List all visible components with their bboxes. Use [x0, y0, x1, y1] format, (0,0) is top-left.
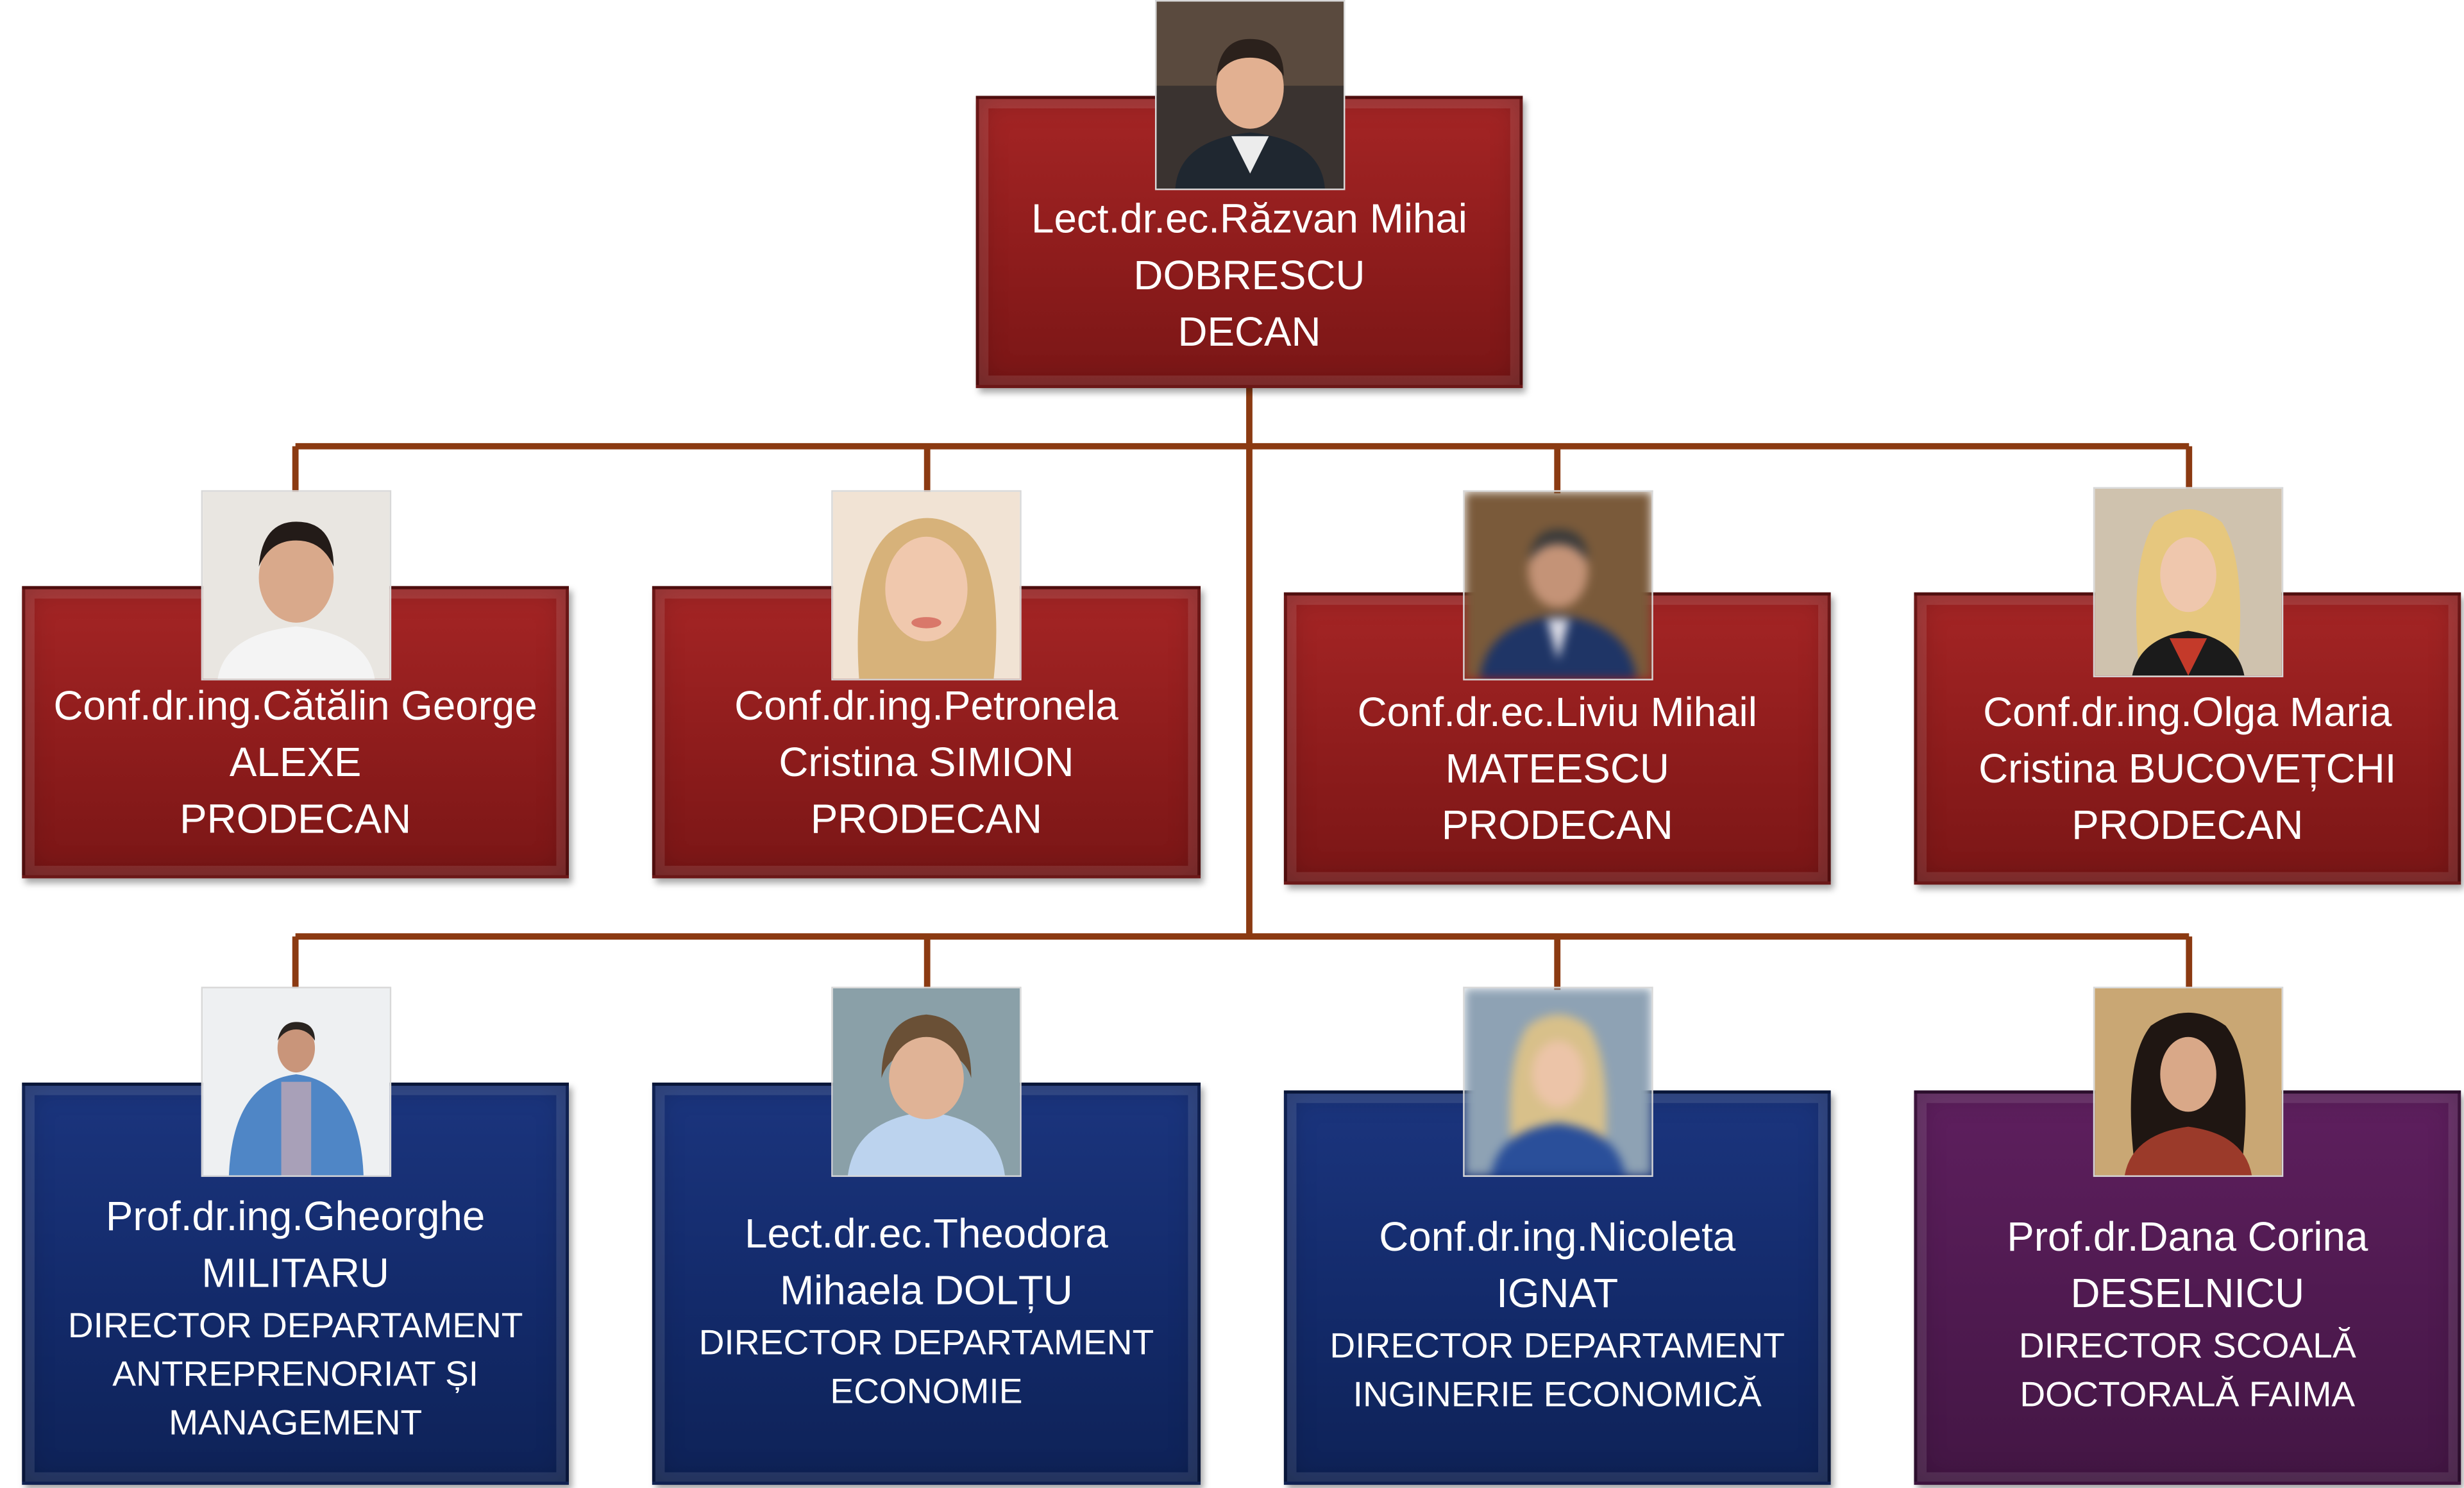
dean-role: DECAN: [1177, 308, 1321, 355]
director-role-line: DIRECTOR SCOALĂ: [2018, 1326, 2356, 1365]
vice-dean-surname-line: Cristina SIMION: [779, 738, 1074, 786]
portrait-icon: [1464, 491, 1652, 679]
vice-dean-surname-line: MATEESCU: [1445, 745, 1669, 792]
director-text: Conf.dr.ing.Nicoleta IGNAT DIRECTOR DEPA…: [1287, 1208, 1828, 1419]
vice-dean-name-line: Conf.dr.ec.Liviu Mihail: [1357, 688, 1757, 736]
vice-dean-photo-2: [831, 490, 1022, 681]
director-role-line: INGINERIE ECONOMICĂ: [1353, 1374, 1762, 1414]
director-role-line: DIRECTOR DEPARTAMENT: [1329, 1326, 1785, 1365]
vice-dean-name-line: Conf.dr.ing.Petronela: [734, 682, 1118, 729]
vice-dean-name-line: Conf.dr.ing.Olga Maria: [1983, 688, 2392, 736]
director-surname-line: IGNAT: [1496, 1269, 1619, 1317]
director-surname-line: MILITARU: [201, 1249, 389, 1297]
director-text: Prof.dr.Dana Corina DESELNICU DIRECTOR S…: [1917, 1208, 2458, 1419]
director-photo-1: [201, 986, 392, 1177]
vice-dean-role: PRODECAN: [1441, 801, 1673, 849]
doctoral-school-box: Prof.dr.Dana Corina DESELNICU DIRECTOR S…: [1914, 1090, 2461, 1485]
dean-photo: [1154, 0, 1346, 190]
vice-dean-role: PRODECAN: [810, 795, 1042, 843]
dean-box: Lect.dr.ec.Răzvan Mihai DOBRESCU DECAN: [975, 96, 1523, 389]
portrait-icon: [203, 491, 390, 679]
vice-dean-photo-1: [201, 490, 392, 681]
director-name-line: Conf.dr.ing.Nicoleta: [1379, 1213, 1736, 1260]
dean-surname-line: DOBRESCU: [1133, 251, 1365, 299]
portrait-icon: [1156, 1, 1344, 189]
director-photo-2: [831, 986, 1022, 1177]
vice-dean-role: PRODECAN: [2072, 801, 2304, 849]
director-photo-3: [1463, 986, 1653, 1177]
vice-dean-text: Conf.dr.ing.Petronela Cristina SIMION PR…: [655, 677, 1197, 847]
director-surname-line: Mihaela DOLȚU: [780, 1266, 1073, 1314]
portrait-icon: [2095, 488, 2282, 676]
director-box-2: Lect.dr.ec.Theodora Mihaela DOLȚU DIRECT…: [652, 1082, 1201, 1485]
vice-dean-text: Conf.dr.ec.Liviu Mihail MATEESCU PRODECA…: [1287, 684, 1828, 854]
vice-dean-role: PRODECAN: [180, 795, 412, 843]
director-role-line: DOCTORALĂ FAIMA: [2020, 1374, 2356, 1414]
dean-name-line: Lect.dr.ec.Răzvan Mihai: [1031, 194, 1467, 242]
dean-text: Lect.dr.ec.Răzvan Mihai DOBRESCU DECAN: [979, 190, 1520, 360]
doctoral-director-photo: [2093, 986, 2284, 1177]
vice-dean-text: Conf.dr.ing.Olga Maria Cristina BUCOVEȚC…: [1917, 684, 2458, 854]
portrait-icon: [2095, 988, 2282, 1176]
director-role-line: ANTREPRENORIAT ȘI: [112, 1354, 479, 1394]
portrait-icon: [832, 491, 1020, 679]
vice-dean-name-line: Conf.dr.ing.Cătălin George: [53, 682, 537, 729]
director-name-line: Lect.dr.ec.Theodora: [745, 1210, 1108, 1257]
vice-dean-surname-line: Cristina BUCOVEȚCHI: [1979, 745, 2397, 792]
vice-dean-surname-line: ALEXE: [229, 738, 362, 786]
vice-dean-box-4: Conf.dr.ing.Olga Maria Cristina BUCOVEȚC…: [1914, 592, 2461, 885]
director-text: Lect.dr.ec.Theodora Mihaela DOLȚU DIRECT…: [655, 1205, 1197, 1416]
portrait-icon: [203, 988, 390, 1176]
director-surname-line: DESELNICU: [2070, 1269, 2305, 1317]
vice-dean-photo-3: [1463, 490, 1653, 681]
vice-dean-photo-4: [2093, 487, 2284, 677]
director-role-line: ECONOMIE: [830, 1371, 1023, 1411]
vice-dean-text: Conf.dr.ing.Cătălin George ALEXE PRODECA…: [25, 677, 566, 847]
director-name-line: Prof.dr.Dana Corina: [2007, 1213, 2368, 1260]
director-text: Prof.dr.ing.Gheorghe MILITARU DIRECTOR D…: [25, 1188, 566, 1447]
director-role-line: DIRECTOR DEPARTAMENT: [67, 1305, 523, 1346]
director-name-line: Prof.dr.ing.Gheorghe: [105, 1192, 485, 1240]
portrait-icon: [1464, 988, 1652, 1176]
director-role-line: MANAGEMENT: [169, 1403, 423, 1442]
portrait-icon: [832, 988, 1020, 1176]
director-role-line: DIRECTOR DEPARTAMENT: [698, 1323, 1154, 1362]
